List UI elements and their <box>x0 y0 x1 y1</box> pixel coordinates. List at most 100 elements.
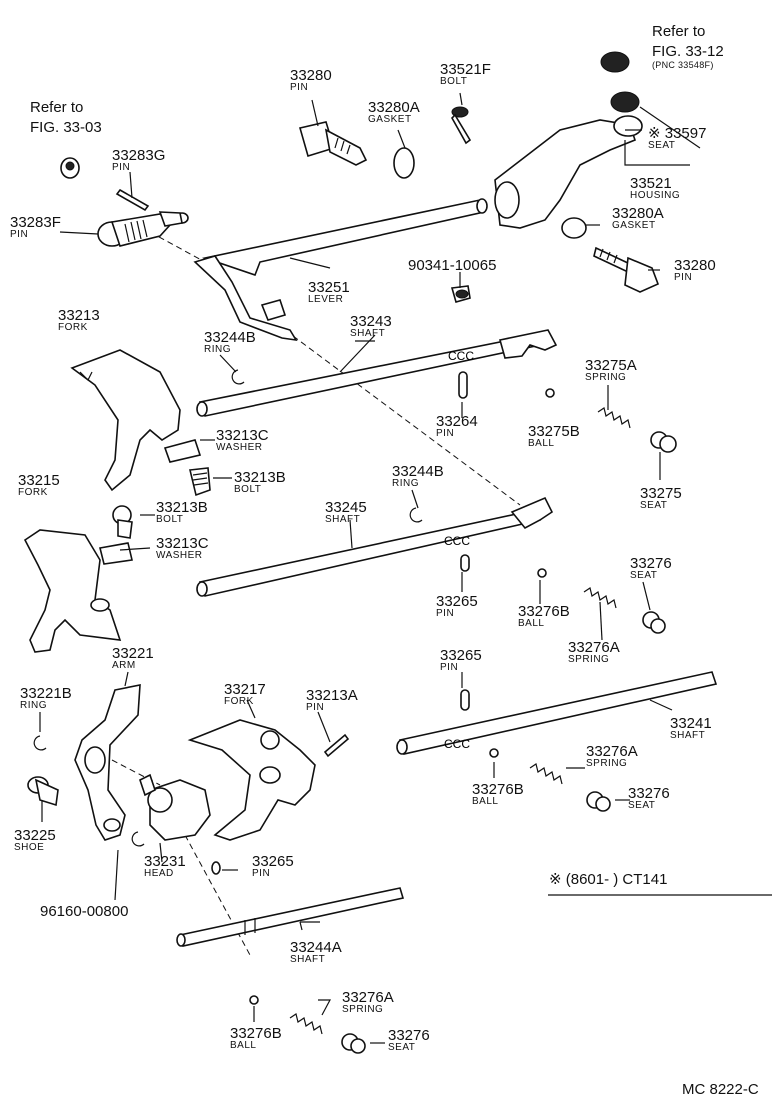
pin-33280-right-part <box>593 246 660 293</box>
part-name: WASHER <box>156 550 203 561</box>
part-number: 90341-10065 <box>408 257 497 274</box>
part-name: SPRING <box>586 758 628 769</box>
ref-fig-33-12-line2: FIG. 33-12 <box>652 43 724 60</box>
housing-33521-part <box>494 51 643 229</box>
spring-33276A-2-part <box>529 763 563 785</box>
part-name: SPRING <box>342 1004 384 1015</box>
ring-33221B-part <box>33 735 47 751</box>
shaft-detent-mark: CCC <box>444 737 470 751</box>
pin-33283F-part <box>97 211 189 247</box>
part-name: GASKET <box>612 220 656 231</box>
part-number: 33221B <box>20 685 72 702</box>
fork-33217-part <box>187 719 316 841</box>
part-name: BALL <box>472 796 499 807</box>
pin-33265-2-part <box>460 689 470 711</box>
diagram-code: MC 8222-C <box>682 1081 759 1098</box>
part-number: 33213 <box>58 307 100 324</box>
part-name: BALL <box>518 618 545 629</box>
ball-33276B-3-part <box>249 995 259 1005</box>
bolt-33521F-part <box>451 106 472 145</box>
part-number: 33276A <box>568 639 620 656</box>
part-number: 33283F <box>10 214 61 231</box>
shaft-33245-part <box>196 496 554 597</box>
part-number: 33280 <box>290 67 332 84</box>
assembly-line <box>184 834 251 956</box>
part-name: RING <box>20 700 47 711</box>
part-name: HOUSING <box>630 190 681 201</box>
ball-33275B-part <box>545 388 555 398</box>
part-number: 33521F <box>440 61 491 78</box>
bolt-33213B-2-part <box>112 505 133 539</box>
lever-33251-part <box>193 198 488 342</box>
seat-ref-part <box>60 157 80 179</box>
washer-33213C-2-part <box>99 542 133 565</box>
shaft-33241-part <box>396 671 718 755</box>
part-name: PIN <box>436 608 455 619</box>
part-name: PIN <box>674 272 693 283</box>
part-name: SEAT <box>648 140 676 151</box>
part-name: PIN <box>440 662 459 673</box>
part-number: 33215 <box>18 472 60 489</box>
part-number: 33276B <box>472 781 524 798</box>
part-name: RING <box>204 344 231 355</box>
part-number: 33280A <box>612 205 664 222</box>
part-name: BOLT <box>234 484 262 495</box>
part-number: 33213C <box>156 535 209 552</box>
part-number: 33265 <box>436 593 478 610</box>
gasket-right-part <box>561 217 587 239</box>
part-number: 33276A <box>342 989 394 1006</box>
part-number: 33221 <box>112 645 154 662</box>
part-name: GASKET <box>368 114 412 125</box>
seat-33275-part <box>650 431 677 453</box>
part-number: 33276 <box>628 785 670 802</box>
part-number: 33213B <box>234 469 286 486</box>
part-number: 33244A <box>290 939 342 956</box>
part-name: FORK <box>58 322 88 333</box>
part-number: 33280 <box>674 257 716 274</box>
part-name: PIN <box>436 428 455 439</box>
part-number: 33213B <box>156 499 208 516</box>
part-number: ※ 33597 <box>648 125 707 142</box>
washer-33213C-part <box>163 439 202 463</box>
part-name: PIN <box>252 868 271 879</box>
part-number: 33251 <box>308 279 350 296</box>
bolt-33213B-part <box>189 467 211 497</box>
ref-fig-33-12-line1: Refer to <box>652 23 706 40</box>
ring-33244B-part <box>231 369 245 385</box>
part-number: 33225 <box>14 827 56 844</box>
fork-33215-part <box>23 529 122 653</box>
part-name: SHAFT <box>350 328 386 339</box>
part-label: 90341-10065 <box>408 258 496 273</box>
part-name: BALL <box>528 438 555 449</box>
part-name: SHOE <box>14 842 45 853</box>
part-name: LEVER <box>308 294 344 305</box>
part-name: PIN <box>290 82 309 93</box>
spring-33276A-part <box>583 587 617 609</box>
pin-33265-3-part <box>211 861 221 875</box>
leader-lines <box>39 92 673 1044</box>
part-number: 33264 <box>436 413 478 430</box>
part-name: SHAFT <box>290 954 326 965</box>
